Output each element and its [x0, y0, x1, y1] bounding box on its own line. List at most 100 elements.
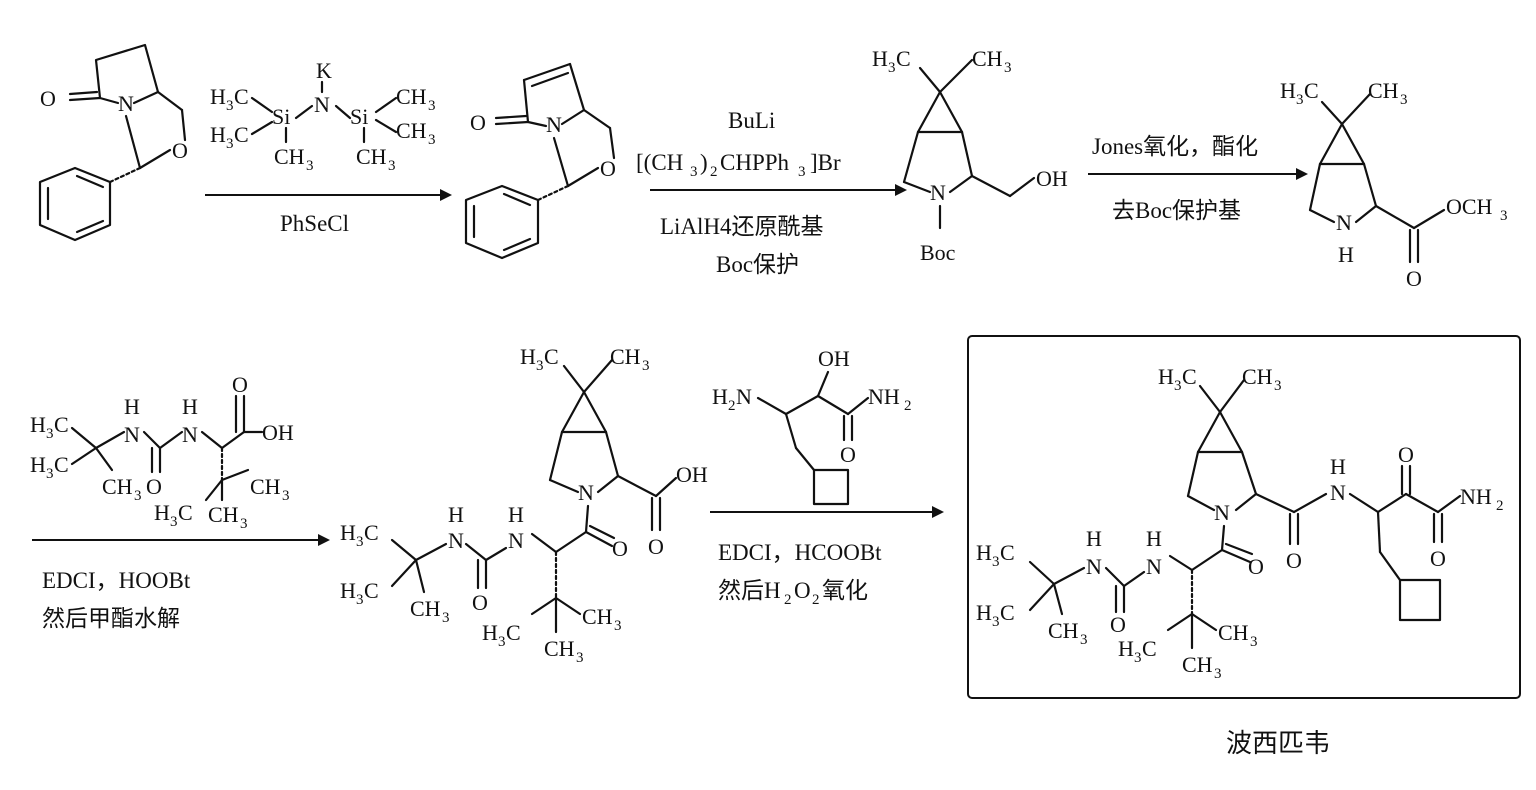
svg-text:O: O [146, 474, 162, 499]
svg-text:OH: OH [676, 462, 708, 487]
svg-text:N: N [578, 480, 594, 505]
svg-text:3: 3 [226, 136, 234, 152]
svg-text:C: C [234, 122, 249, 147]
svg-text:H: H [1158, 364, 1174, 389]
svg-text:CH: CH [208, 502, 239, 527]
svg-text:2: 2 [1496, 498, 1504, 514]
svg-text:O: O [1430, 546, 1446, 571]
svg-text:3: 3 [888, 60, 896, 76]
svg-text:N: N [508, 528, 524, 553]
step2-condition-3: LiAlH4还原酰基 [660, 214, 824, 239]
svg-text:N: N [546, 112, 562, 137]
svg-text:O: O [648, 534, 664, 559]
product-name: 波西匹韦 [1226, 729, 1330, 758]
svg-text:H: H [154, 500, 170, 525]
step2-condition-2: [(CH [636, 150, 683, 175]
svg-text:OCH: OCH [1446, 194, 1493, 219]
svg-text:2: 2 [710, 164, 718, 180]
svg-text:C: C [234, 84, 249, 109]
svg-text:Si: Si [272, 104, 290, 129]
svg-text:CH: CH [1242, 364, 1273, 389]
svg-text:2: 2 [904, 398, 912, 414]
svg-text:3: 3 [428, 98, 436, 114]
svg-text:3: 3 [1134, 650, 1142, 666]
svg-text:H: H [1086, 526, 1102, 551]
svg-text:C: C [506, 620, 521, 645]
svg-text:3: 3 [1250, 634, 1258, 650]
svg-text:O: O [794, 578, 811, 603]
svg-text:OH: OH [262, 420, 294, 445]
step3-condition-2: 去Boc保护基 [1112, 198, 1241, 223]
svg-text:3: 3 [614, 618, 622, 634]
step3-condition-1: Jones氧化，酯化 [1092, 134, 1258, 159]
step4-condition-1: EDCI，HOOBt [42, 568, 191, 593]
svg-text:H: H [520, 344, 536, 369]
svg-text:3: 3 [134, 488, 142, 504]
svg-text:CH: CH [274, 144, 305, 169]
svg-text:N: N [182, 422, 198, 447]
svg-text:3: 3 [1274, 378, 1282, 394]
svg-text:3: 3 [282, 488, 290, 504]
svg-text:N: N [1214, 500, 1230, 525]
svg-text:H: H [712, 384, 728, 409]
svg-text:CH: CH [972, 46, 1003, 71]
svg-text:氧化: 氧化 [822, 578, 868, 603]
svg-text:O: O [600, 156, 616, 181]
step1-condition: PhSeCl [280, 211, 349, 236]
svg-text:CHPPh: CHPPh [720, 150, 790, 175]
svg-text:H: H [976, 600, 992, 625]
svg-text:H: H [1338, 242, 1354, 267]
svg-text:3: 3 [388, 158, 396, 174]
svg-text:N: N [124, 422, 140, 447]
svg-text:CH: CH [1218, 620, 1249, 645]
svg-text:CH: CH [1048, 618, 1079, 643]
svg-text:H: H [1146, 526, 1162, 551]
svg-text:H: H [210, 122, 226, 147]
svg-text:O: O [612, 536, 628, 561]
svg-text:CH: CH [1368, 78, 1399, 103]
svg-text:H: H [482, 620, 498, 645]
svg-text:CH: CH [610, 344, 641, 369]
svg-text:3: 3 [1296, 92, 1304, 108]
svg-text:2: 2 [784, 592, 792, 608]
atom-n: N [118, 91, 134, 116]
svg-text:H: H [872, 46, 888, 71]
svg-text:3: 3 [442, 610, 450, 626]
svg-text:3: 3 [356, 534, 364, 550]
svg-text:CH: CH [1182, 652, 1213, 677]
svg-text:N: N [1146, 554, 1162, 579]
svg-text:CH: CH [356, 144, 387, 169]
svg-text:OH: OH [818, 346, 850, 371]
svg-text:3: 3 [498, 634, 506, 650]
svg-text:CH: CH [582, 604, 613, 629]
svg-text:OH: OH [1036, 166, 1068, 191]
svg-text:3: 3 [1500, 208, 1508, 224]
svg-text:O: O [1398, 442, 1414, 467]
svg-text:CH: CH [396, 118, 427, 143]
svg-text:3: 3 [428, 132, 436, 148]
svg-text:3: 3 [46, 466, 54, 482]
svg-text:Boc: Boc [920, 240, 956, 265]
svg-text:N: N [314, 92, 330, 117]
svg-text:C: C [544, 344, 559, 369]
svg-text:C: C [1000, 600, 1015, 625]
svg-text:O: O [1110, 612, 1126, 637]
svg-text:N: N [1336, 210, 1352, 235]
molecule-unsaturated-lactam: O N O [464, 62, 616, 260]
svg-text:N: N [448, 528, 464, 553]
svg-text:CH: CH [544, 636, 575, 661]
svg-text:N: N [736, 384, 752, 409]
svg-text:): ) [700, 150, 708, 175]
atom-o: O [172, 138, 188, 163]
svg-text:3: 3 [798, 164, 806, 180]
svg-text:C: C [364, 578, 379, 603]
svg-text:H: H [340, 520, 356, 545]
